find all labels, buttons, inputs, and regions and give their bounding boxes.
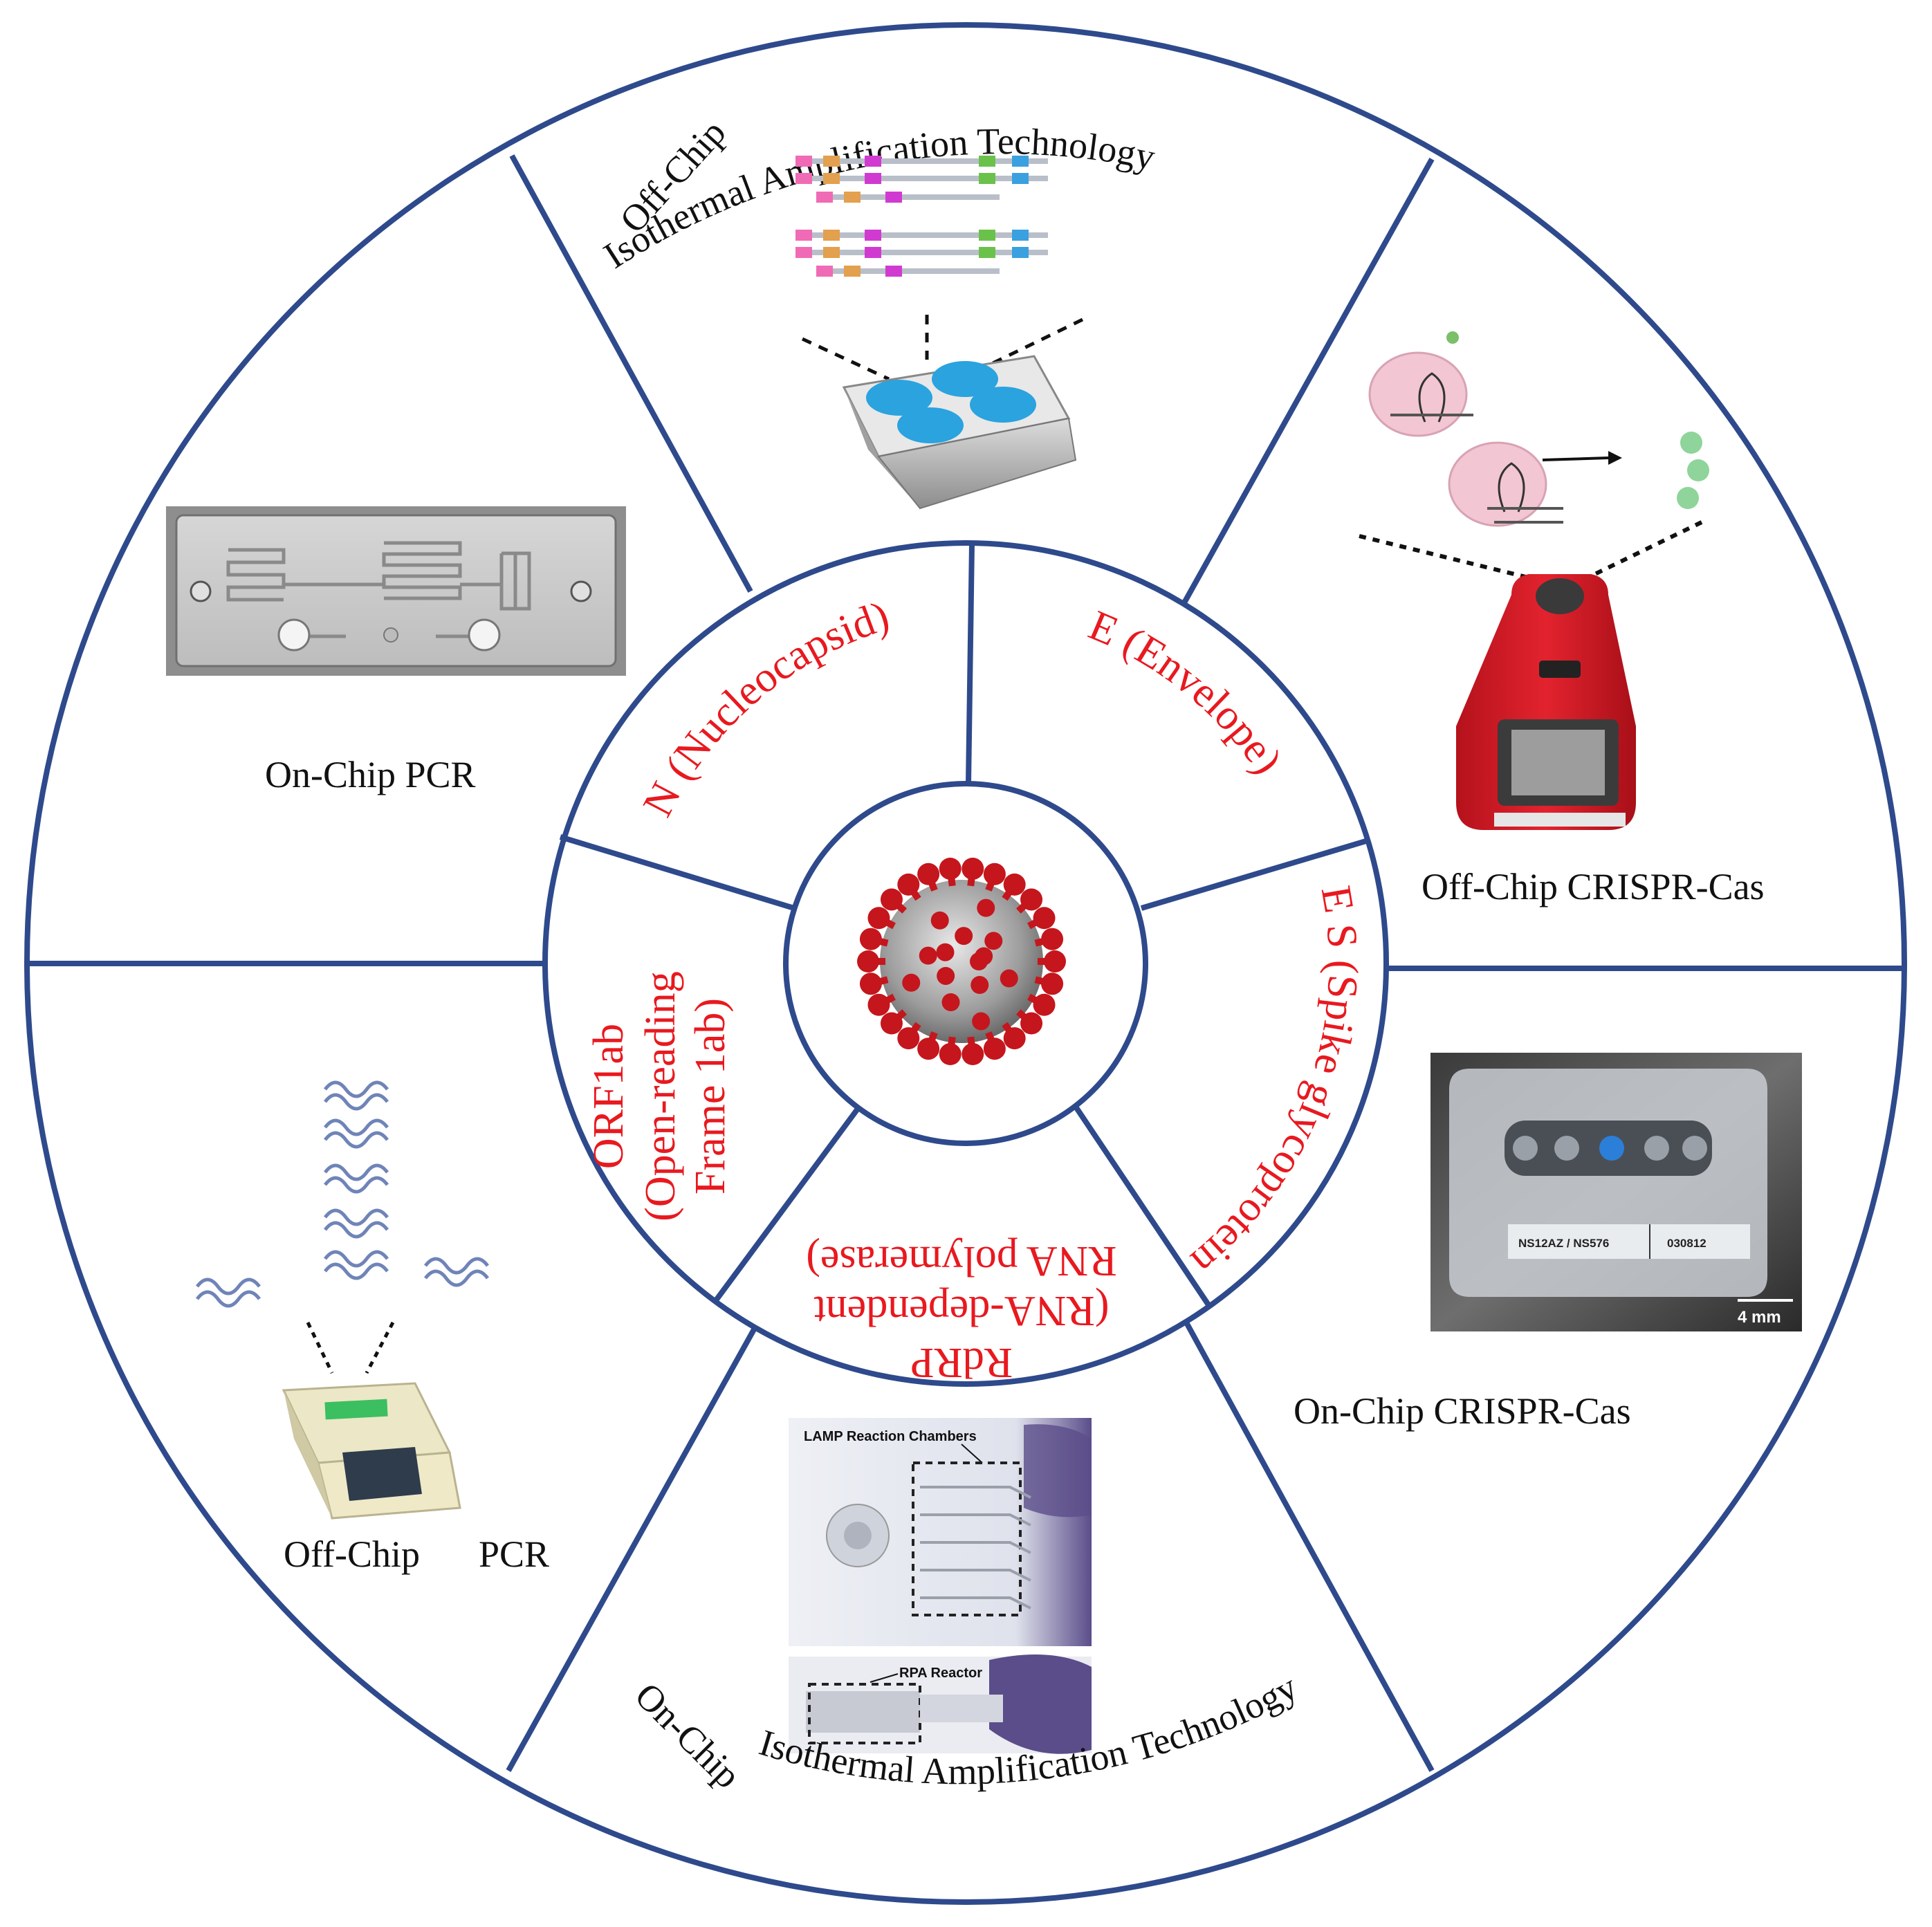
n-gene-label: N (Nucleocapsid) bbox=[634, 592, 894, 824]
crispr-guide-lines bbox=[1359, 520, 1703, 583]
off-chip-pcr-title-right: PCR bbox=[479, 1533, 549, 1575]
orf1ab-label: ORF1ab (Open-reading Frame 1ab) bbox=[585, 971, 734, 1221]
chip-label-right: 030812 bbox=[1667, 1237, 1706, 1250]
orf-line-2: (Open-reading bbox=[637, 971, 684, 1221]
rdrp-line-1: RdRP bbox=[910, 1339, 1013, 1386]
inner-divider-bottom-left bbox=[713, 1107, 861, 1302]
rdrp-label: RdRP (RNA-dependent RNA polymerase) bbox=[806, 1237, 1116, 1386]
lamp-callout: LAMP Reaction Chambers bbox=[804, 1429, 977, 1444]
microfluidic-chip-photo: NS12AZ / NS576 030812 4 mm bbox=[1430, 1053, 1802, 1331]
orf-line-3: Frame 1ab) bbox=[687, 998, 734, 1195]
orf-line-1: ORF1ab bbox=[585, 1024, 632, 1169]
lamp-rpa-chip-photo: LAMP Reaction Chambers RPA Reactor bbox=[789, 1418, 1092, 1754]
section-off-chip-crispr: Off-Chip CRISPR-Cas bbox=[1359, 331, 1765, 907]
chip-label-left: NS12AZ / NS576 bbox=[1518, 1237, 1609, 1250]
section-on-chip-pcr: On-Chip PCR bbox=[166, 506, 626, 795]
inner-divider-left bbox=[559, 834, 795, 911]
on-chip-pcr-title: On-Chip PCR bbox=[265, 754, 476, 795]
rdrp-line-2: (RNA-dependent bbox=[814, 1287, 1110, 1334]
crispr-reader-device bbox=[1456, 574, 1636, 830]
thermocycler-icon bbox=[282, 1382, 461, 1520]
primer-diagram-icon bbox=[795, 156, 1048, 277]
off-chip-pcr-title-left: Off-Chip bbox=[284, 1533, 420, 1575]
inner-divider-top bbox=[966, 543, 975, 784]
e-gene-text: E (Envelope) bbox=[1083, 602, 1291, 782]
rdrp-line-3: RNA polymerase) bbox=[806, 1237, 1116, 1284]
scale-bar-label: 4 mm bbox=[1738, 1308, 1781, 1327]
e-gene-label: E (Envelope) bbox=[1083, 602, 1291, 782]
on-chip-crispr-title: On-Chip CRISPR-Cas bbox=[1294, 1390, 1631, 1432]
dna-strands-icon bbox=[196, 1080, 489, 1308]
inner-divider-bottom-right bbox=[1073, 1105, 1212, 1308]
coronavirus-icon bbox=[857, 857, 1066, 1066]
section-off-chip-pcr: Off-Chip PCR bbox=[196, 1080, 549, 1575]
divider-top-right bbox=[1180, 158, 1435, 607]
ring-structure bbox=[24, 22, 1907, 1905]
on-chip-isothermal-prefix: On-Chip bbox=[627, 1675, 749, 1796]
pcr-guide-lines bbox=[306, 1321, 395, 1374]
outer-ring bbox=[24, 22, 1907, 1905]
heater-block-icon bbox=[842, 355, 1077, 510]
inner-ring bbox=[783, 781, 1148, 1146]
section-on-chip-crispr: NS12AZ / NS576 030812 4 mm On-Chip CRISP… bbox=[1294, 1053, 1802, 1432]
divider-top-left bbox=[509, 154, 753, 593]
cas-complex-icon bbox=[1368, 331, 1709, 527]
divider-bottom-right bbox=[1184, 1321, 1435, 1772]
off-chip-crispr-title: Off-Chip CRISPR-Cas bbox=[1422, 866, 1765, 907]
section-off-chip-isothermal: Off-Chip Isothermal Amplification Techno… bbox=[596, 111, 1159, 510]
pcr-chip-photo bbox=[166, 506, 626, 676]
rpa-callout: RPA Reactor bbox=[899, 1666, 982, 1681]
section-on-chip-isothermal: LAMP Reaction Chambers RPA Reactor On-Ch… bbox=[627, 1418, 1304, 1796]
guide-lines bbox=[801, 315, 1084, 381]
divider-bottom-left bbox=[506, 1328, 757, 1772]
inner-divider-right bbox=[1140, 838, 1370, 911]
n-gene-text: N (Nucleocapsid) bbox=[634, 592, 894, 824]
